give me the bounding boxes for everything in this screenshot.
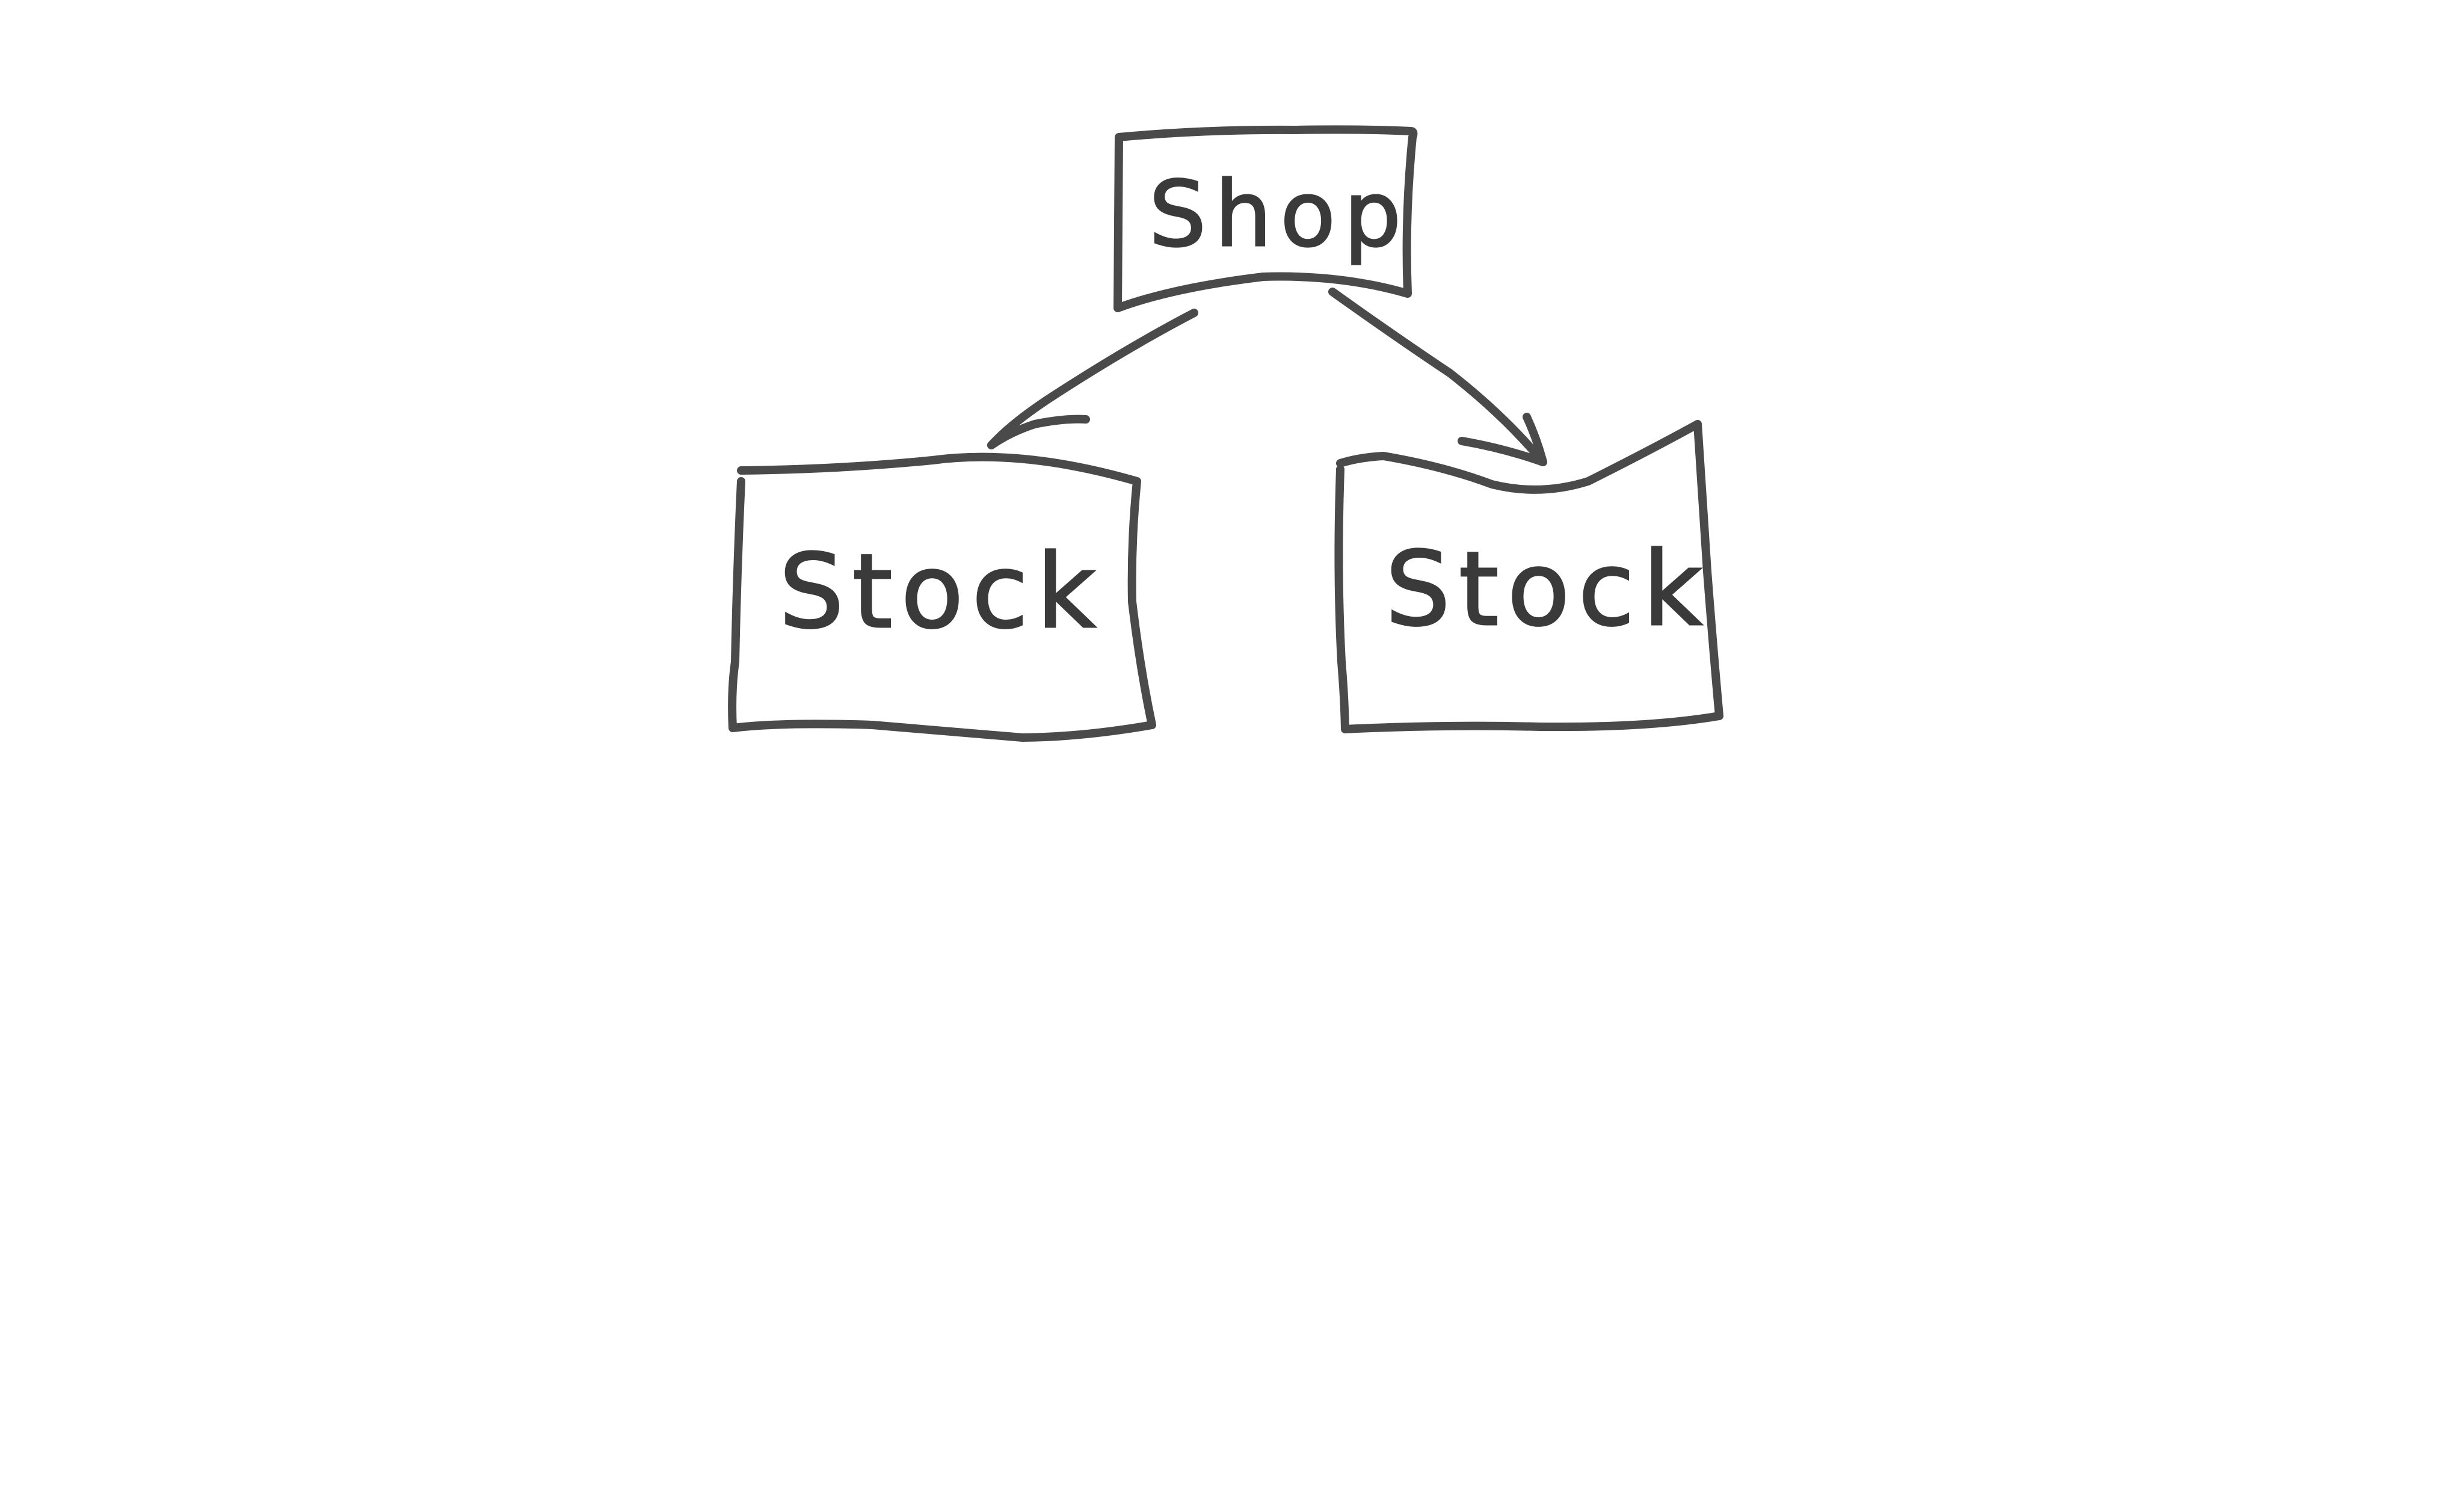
edge-shop-to-stock-right bbox=[1328, 288, 1547, 466]
arrow-head-right bbox=[1458, 413, 1547, 466]
shop-node: Shop bbox=[1113, 125, 1418, 312]
arrow-head-left bbox=[987, 415, 1090, 449]
stock-left-node: Stock bbox=[728, 452, 1156, 742]
stock-right-node: Stock bbox=[1334, 420, 1723, 733]
stock-left-box bbox=[728, 452, 1156, 742]
shop-box bbox=[1113, 125, 1418, 312]
arrow-line-left bbox=[987, 309, 1198, 449]
shop-label: Shop bbox=[1149, 162, 1409, 267]
stock-right-label: Stock bbox=[1385, 530, 1711, 649]
stock-right-box bbox=[1334, 420, 1723, 733]
arrow-line-right bbox=[1328, 288, 1547, 466]
stock-left-label: Stock bbox=[779, 532, 1104, 652]
edge-shop-to-stock-left bbox=[987, 309, 1198, 449]
